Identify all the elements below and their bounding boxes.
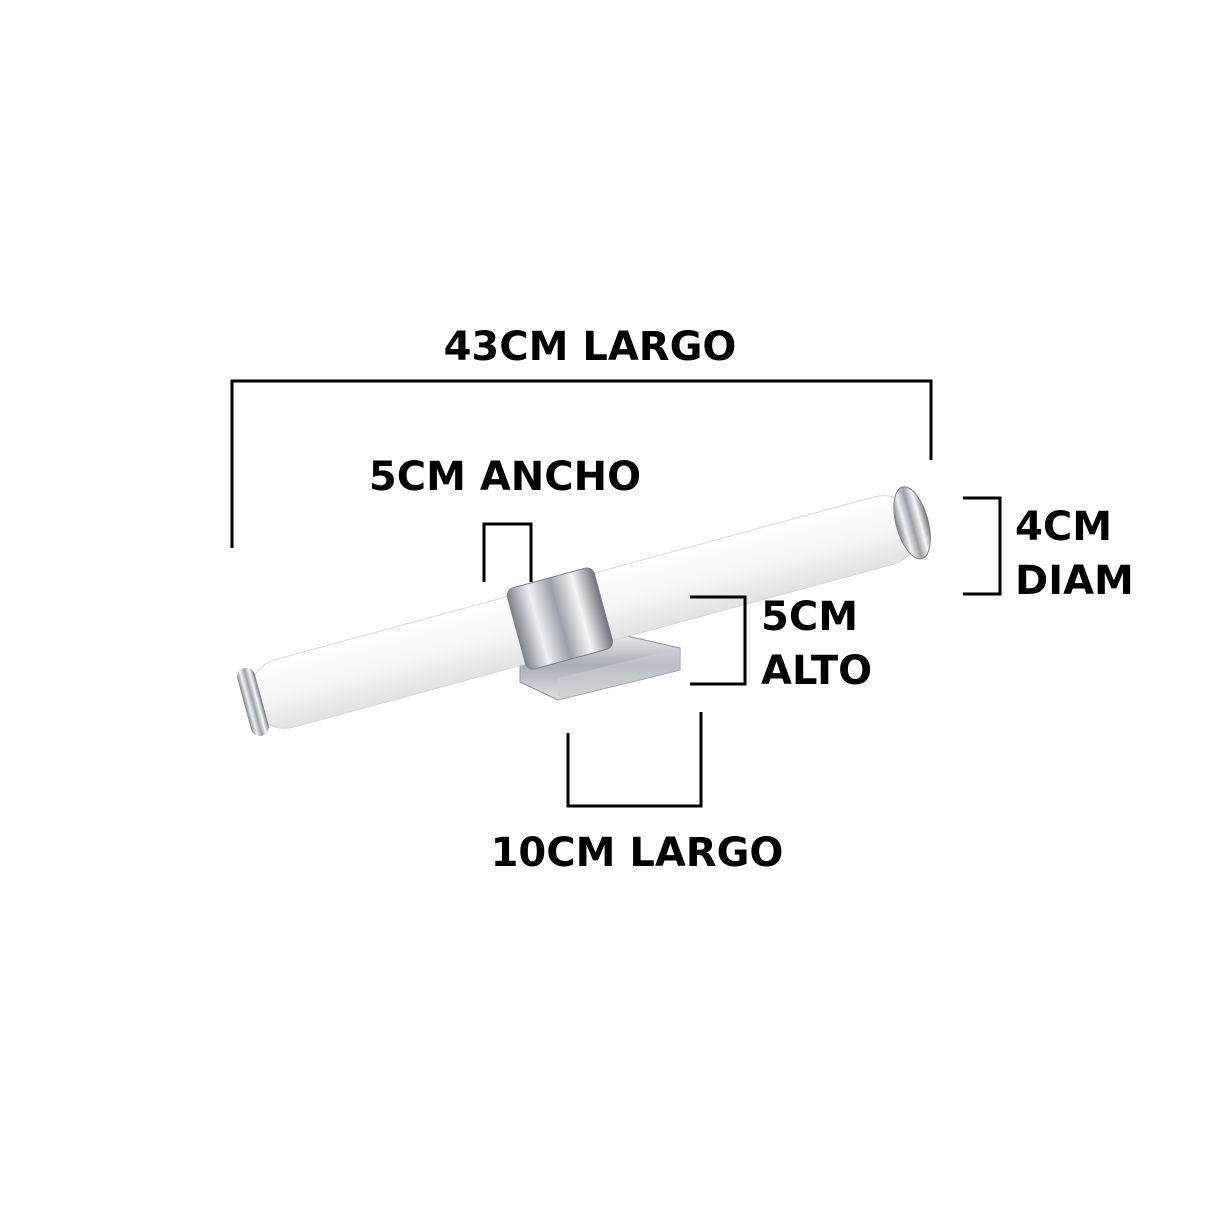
glass-tube bbox=[237, 486, 931, 737]
overall-length-bracket bbox=[230, 379, 933, 548]
diameter-label-line1: 4CM bbox=[1015, 504, 1112, 550]
bracket-height-label-line2: ALTO bbox=[761, 648, 872, 694]
overall-length-label: 43CM LARGO bbox=[444, 324, 737, 370]
bracket-height-bracket bbox=[690, 595, 747, 686]
bracket-height-label-line1: 5CM bbox=[761, 594, 858, 640]
right-end-cap bbox=[893, 486, 931, 560]
wall-lamp bbox=[237, 486, 931, 737]
diameter-label-line2: DIAM bbox=[1015, 558, 1134, 604]
dimension-labels: 43CM LARGO 5CM ANCHO 4CM DIAM 5CM ALTO 1… bbox=[369, 324, 1134, 876]
left-end-cap bbox=[237, 667, 269, 737]
diameter-bracket bbox=[963, 496, 1002, 596]
center-collar bbox=[506, 567, 613, 670]
bracket-width-label: 5CM ANCHO bbox=[369, 454, 641, 500]
base-length-label: 10CM LARGO bbox=[491, 830, 784, 876]
base-length-bracket bbox=[566, 712, 703, 808]
dimension-lines bbox=[230, 379, 1002, 808]
bracket-width-bracket bbox=[482, 522, 533, 582]
